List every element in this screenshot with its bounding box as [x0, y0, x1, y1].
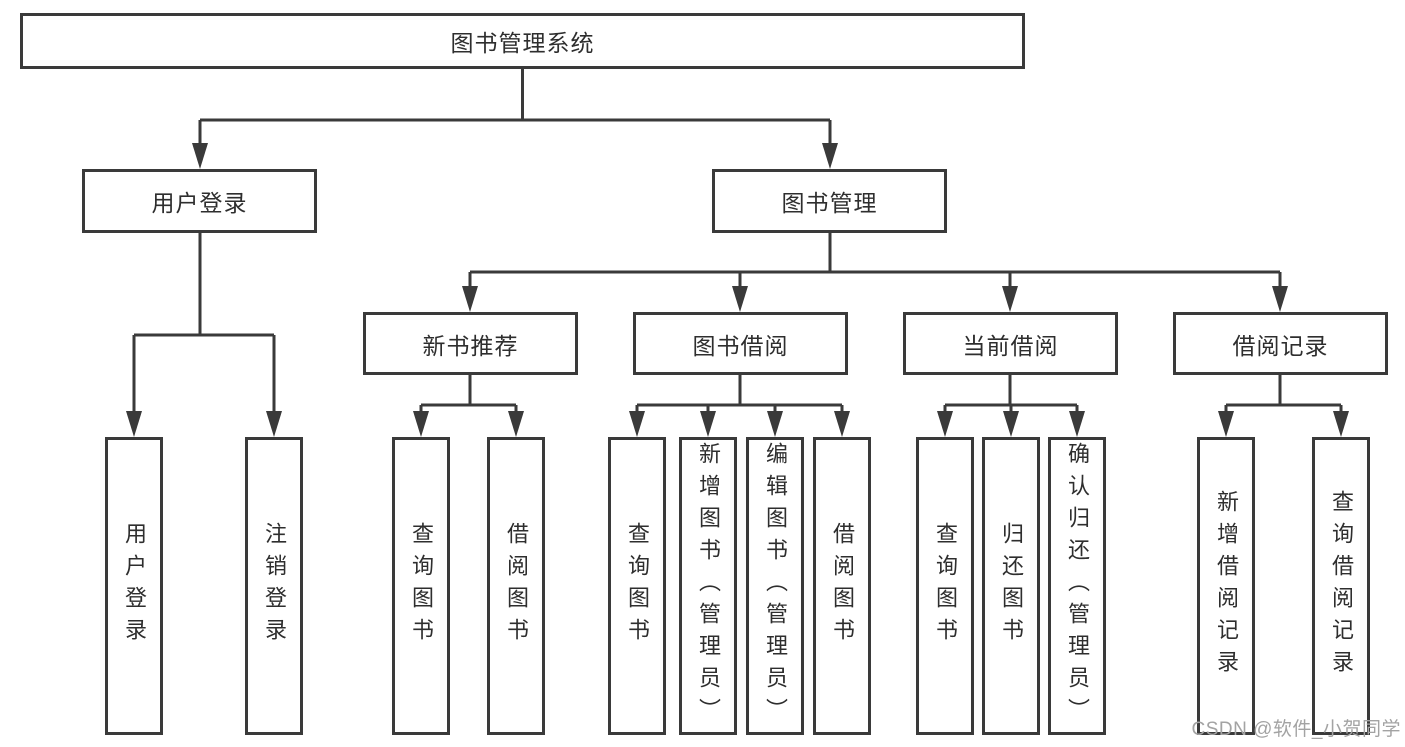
leaf-query-borrow-record: 查询借阅记录: [1312, 437, 1370, 735]
leaf-query-books-borrow-label: 查询图书: [625, 522, 650, 650]
leaf-add-books-admin-label: 新增图书（管理员）: [696, 442, 721, 730]
leaf-query-books-borrow: 查询图书: [608, 437, 666, 735]
node-current-borrow: 当前借阅: [903, 312, 1118, 375]
leaf-query-borrow-record-label: 查询借阅记录: [1329, 490, 1354, 682]
leaf-edit-books-admin: 编辑图书（管理员）: [746, 437, 804, 735]
node-borrow-records-label: 借阅记录: [1232, 332, 1329, 359]
node-new-book-recommend: 新书推荐: [363, 312, 578, 375]
leaf-return-books: 归还图书: [982, 437, 1040, 735]
leaf-borrow-books-label: 借阅图书: [830, 522, 855, 650]
node-new-book-recommend-label: 新书推荐: [422, 332, 519, 359]
node-book-management: 图书管理: [712, 169, 947, 233]
leaf-add-books-admin: 新增图书（管理员）: [679, 437, 737, 735]
leaf-query-books-current: 查询图书: [916, 437, 974, 735]
leaf-borrow-books-recommend: 借阅图书: [487, 437, 545, 735]
node-user-login-label: 用户登录: [151, 190, 248, 216]
leaf-confirm-return-admin-label: 确认归还（管理员）: [1065, 442, 1090, 730]
node-book-borrow-label: 图书借阅: [692, 332, 789, 359]
node-current-borrow-label: 当前借阅: [962, 332, 1059, 359]
leaf-query-books-recommend-label: 查询图书: [409, 522, 434, 650]
leaf-borrow-books: 借阅图书: [813, 437, 871, 735]
leaf-user-login: 用户登录: [105, 437, 163, 735]
leaf-query-books-current-label: 查询图书: [933, 522, 958, 650]
node-book-borrow: 图书借阅: [633, 312, 848, 375]
leaf-user-login-label: 用户登录: [122, 522, 147, 650]
leaf-add-borrow-record: 新增借阅记录: [1197, 437, 1255, 735]
node-root-label: 图书管理系统: [450, 30, 595, 56]
leaf-add-borrow-record-label: 新增借阅记录: [1214, 490, 1239, 682]
leaf-edit-books-admin-label: 编辑图书（管理员）: [763, 442, 788, 730]
leaf-return-books-label: 归还图书: [999, 522, 1024, 650]
node-book-management-label: 图书管理: [781, 190, 878, 216]
node-user-login: 用户登录: [82, 169, 317, 233]
csdn-watermark: CSDN @软件_小贺同学: [1191, 719, 1401, 740]
leaf-query-books-recommend: 查询图书: [392, 437, 450, 735]
leaf-confirm-return-admin: 确认归还（管理员）: [1048, 437, 1106, 735]
node-root: 图书管理系统: [20, 13, 1025, 69]
node-borrow-records: 借阅记录: [1173, 312, 1388, 375]
leaf-borrow-books-recommend-label: 借阅图书: [504, 522, 529, 650]
leaf-logout: 注销登录: [245, 437, 303, 735]
leaf-logout-label: 注销登录: [262, 522, 287, 650]
